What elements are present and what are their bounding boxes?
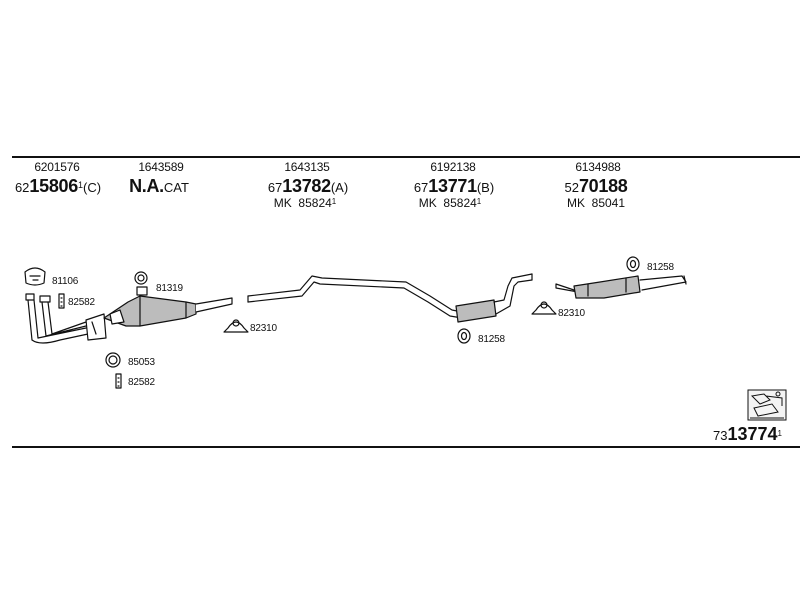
- col5-part-number[interactable]: 5270188: [564, 176, 628, 196]
- col4-mk-kit[interactable]: MK 858241: [418, 196, 482, 210]
- col4-part-number[interactable]: 6713771(B): [413, 176, 495, 196]
- gasket-82310-right-icon[interactable]: [531, 301, 557, 315]
- col2-ref: 1643589: [138, 160, 184, 174]
- gasket-81106-icon[interactable]: [24, 267, 46, 286]
- col2-part-number[interactable]: N.A.CAT: [129, 176, 189, 196]
- intermediate-pipe-icon[interactable]: [247, 275, 463, 319]
- catalytic-converter-icon[interactable]: [103, 295, 233, 327]
- bottom-rule: [12, 446, 800, 448]
- label-81258-right: 81258: [647, 262, 674, 273]
- label-81319: 81319: [156, 283, 183, 294]
- col3-part-number[interactable]: 6713782(A): [267, 176, 349, 196]
- label-81258-middle: 81258: [478, 334, 505, 345]
- exhaust-kit-icon[interactable]: [747, 389, 787, 421]
- label-81106: 81106: [52, 276, 79, 287]
- hanger-81258-right-icon[interactable]: [626, 256, 640, 272]
- hanger-81258-middle-icon[interactable]: [457, 328, 471, 344]
- rear-silencer-icon[interactable]: [555, 275, 687, 299]
- label-82310-right: 82310: [558, 308, 585, 319]
- col1-ref: 6201576: [34, 160, 80, 174]
- top-rule: [12, 156, 800, 158]
- label-82582-bottom: 82582: [128, 377, 155, 388]
- seal-85053-icon[interactable]: [105, 352, 121, 368]
- clamp-81319-icon[interactable]: [134, 271, 148, 296]
- centre-silencer-icon[interactable]: [455, 273, 533, 323]
- col4-ref: 6192138: [430, 160, 476, 174]
- label-82310-left: 82310: [250, 323, 277, 334]
- label-85053: 85053: [128, 357, 155, 368]
- col1-part-number[interactable]: 62158061(C): [14, 176, 102, 196]
- bracket-82582-bottom-icon[interactable]: [115, 373, 122, 389]
- gasket-82310-left-icon[interactable]: [223, 319, 249, 333]
- bracket-82582-top-icon[interactable]: [58, 293, 65, 309]
- col3-mk-kit[interactable]: MK 858241: [273, 196, 337, 210]
- col5-mk-kit[interactable]: MK 85041: [566, 196, 626, 210]
- front-pipe-icon[interactable]: [25, 293, 107, 344]
- col5-ref: 6134988: [575, 160, 621, 174]
- col3-ref: 1643135: [284, 160, 330, 174]
- kit-part-number[interactable]: 73137741: [713, 424, 782, 444]
- label-82582-top: 82582: [68, 297, 95, 308]
